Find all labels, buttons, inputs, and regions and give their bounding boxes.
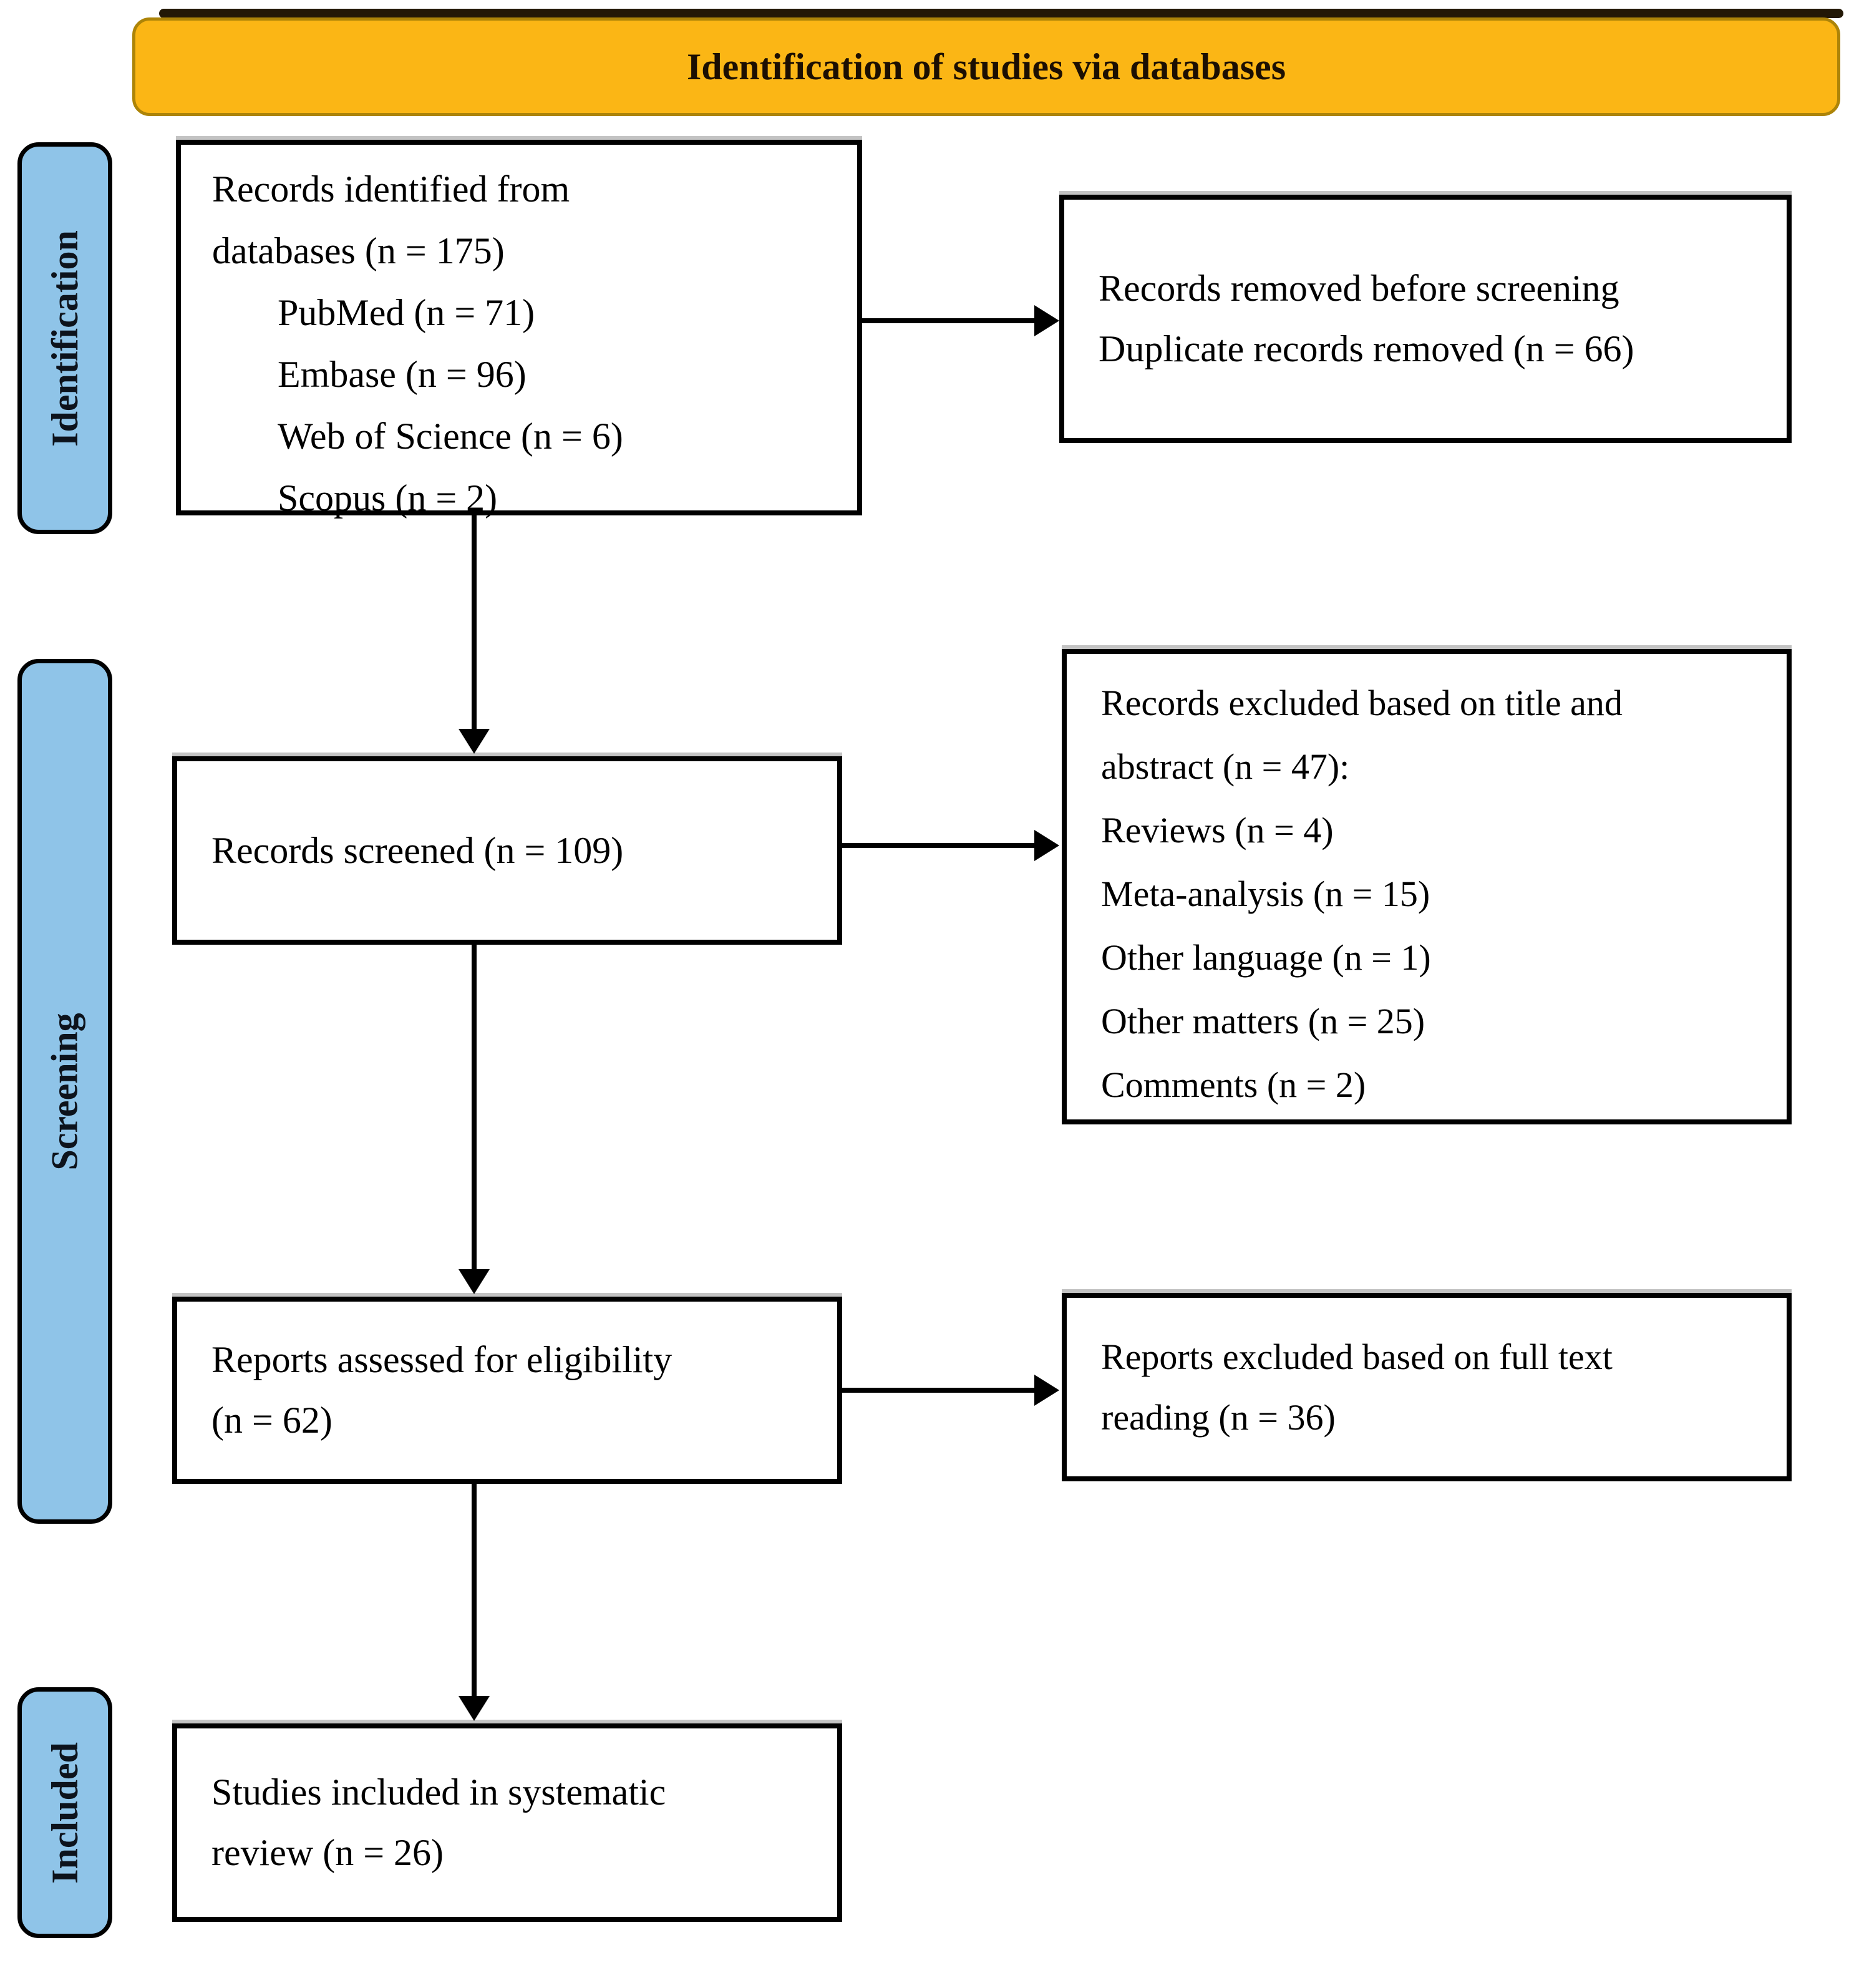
- records-identified-item-pubmed: PubMed (n = 71): [278, 292, 535, 333]
- banner: Identification of studies via databases: [132, 17, 1840, 116]
- stage-identification-label: Identification: [44, 230, 85, 447]
- records-excluded-item-reviews: Reviews (n = 4): [1101, 810, 1334, 850]
- records-removed-line-2: Duplicate records removed (n = 66): [1099, 328, 1634, 369]
- arrow-identified-to-removed: [862, 318, 1034, 323]
- records-excluded-line-1: Records excluded based on title and: [1101, 683, 1623, 723]
- records-identified-line-2: databases (n = 175): [212, 230, 505, 271]
- banner-title: Identification of studies via databases: [686, 46, 1286, 87]
- records-removed-line-1: Records removed before screening: [1099, 268, 1619, 309]
- box-records-screened: Records screened (n = 109): [172, 756, 842, 945]
- reports-excluded-line-2: reading (n = 36): [1101, 1397, 1336, 1438]
- box-records-identified: Records identified from databases (n = 1…: [176, 140, 862, 519]
- reports-assessed-line-2: (n = 62): [211, 1400, 332, 1441]
- records-excluded-item-other-language: Other language (n = 1): [1101, 937, 1431, 978]
- arrow-assessed-to-excluded: [842, 1388, 1034, 1393]
- stage-identification: Identification: [17, 142, 112, 534]
- box-reports-assessed: Reports assessed for eligibility (n = 62…: [172, 1297, 842, 1484]
- records-screened-text: Records screened (n = 109): [211, 829, 624, 871]
- arrow-identified-to-screened: [472, 515, 477, 730]
- records-excluded-item-meta-analysis: Meta-analysis (n = 15): [1101, 874, 1430, 914]
- box-records-excluded-title-abstract: Records excluded based on title and abst…: [1062, 649, 1792, 1124]
- stage-included: Included: [17, 1687, 112, 1938]
- studies-included-line-1: Studies included in systematic: [211, 1771, 666, 1813]
- stage-included-label: Included: [44, 1742, 85, 1884]
- box-studies-included: Studies included in systematic review (n…: [172, 1723, 842, 1922]
- records-excluded-item-comments: Comments (n = 2): [1101, 1065, 1366, 1105]
- stage-screening-label: Screening: [44, 1012, 85, 1171]
- box-records-removed: Records removed before screening Duplica…: [1059, 195, 1792, 443]
- box-reports-excluded-full-text: Reports excluded based on full text read…: [1062, 1293, 1792, 1481]
- arrow-screened-to-assessed: [472, 943, 477, 1270]
- stage-screening: Screening: [17, 659, 112, 1524]
- reports-assessed-line-1: Reports assessed for eligibility: [211, 1339, 672, 1380]
- records-identified-line-1: Records identified from: [212, 168, 570, 210]
- records-excluded-line-2: abstract (n = 47):: [1101, 746, 1350, 787]
- records-identified-item-embase: Embase (n = 96): [278, 354, 527, 395]
- studies-included-line-2: review (n = 26): [211, 1832, 444, 1873]
- banner-top-shadow: [159, 9, 1843, 18]
- records-identified-item-scopus: Scopus (n = 2): [278, 477, 498, 519]
- records-identified-item-web-of-science: Web of Science (n = 6): [278, 416, 623, 457]
- arrow-screened-to-excluded: [842, 843, 1034, 848]
- records-excluded-item-other-matters: Other matters (n = 25): [1101, 1001, 1425, 1041]
- reports-excluded-line-1: Reports excluded based on full text: [1101, 1337, 1613, 1377]
- arrow-assessed-to-included: [472, 1483, 477, 1697]
